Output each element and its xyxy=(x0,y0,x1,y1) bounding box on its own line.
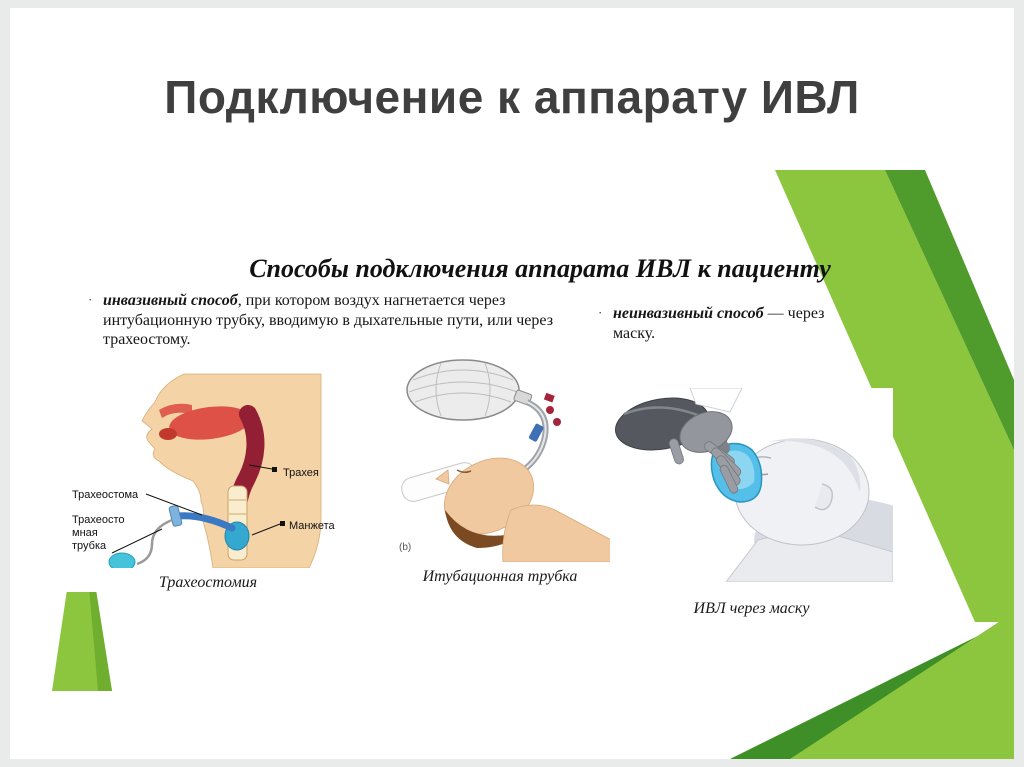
lips-shape xyxy=(159,428,177,440)
ear-shape xyxy=(814,483,834,511)
green-corner-light xyxy=(790,612,1014,759)
patient-head-profile xyxy=(734,438,870,546)
tracheostomy-tube xyxy=(174,512,236,532)
figure-caption-mask: ИВЛ через маску xyxy=(693,600,810,617)
hair-shading xyxy=(768,438,861,492)
green-band-dark xyxy=(885,170,1014,450)
figure-labels: Трахея Трахеостома Трахеосто мная трубка… xyxy=(72,464,336,554)
bullet-marker: · xyxy=(598,305,603,320)
green-accent-right-shapes xyxy=(730,170,1014,759)
slide-title: Подключение к аппарату ИВЛ xyxy=(164,71,860,123)
mask-ventilation-illustration xyxy=(615,388,893,582)
tube-clip xyxy=(528,423,544,442)
nasal-cavity-shape xyxy=(159,403,192,418)
bullet-noninvasive: · неинвазивный способ — через маску. xyxy=(598,304,850,343)
label-stoma: Трахеостома xyxy=(72,489,139,501)
green-accent-right xyxy=(690,150,1014,759)
head-cross-section xyxy=(108,373,322,568)
oral-cavity-shape xyxy=(169,406,251,440)
green-band-light xyxy=(775,170,1014,622)
nose-shape xyxy=(435,469,450,485)
bag-nozzle xyxy=(513,389,533,406)
closed-eye xyxy=(456,469,472,474)
label-square xyxy=(272,467,277,472)
tube-flange xyxy=(168,505,183,527)
pilot-bulb xyxy=(108,552,136,568)
label-tube-line1: Трахеосто xyxy=(72,514,124,526)
bullet-invasive-rest: , при котором воздух нагнетается через и… xyxy=(103,292,554,349)
sub-label: (b) xyxy=(399,542,411,553)
figure-tracheostomy: Трахея Трахеостома Трахеосто мная трубка… xyxy=(62,368,354,592)
label-cuff: Манжета xyxy=(289,520,336,532)
label-line-stoma xyxy=(145,493,203,516)
label-line-cuff xyxy=(251,523,281,536)
external-tube xyxy=(136,518,173,566)
intubation-illustration: (b) xyxy=(399,359,615,562)
thumb xyxy=(668,438,684,465)
valve-red-3 xyxy=(543,392,555,403)
bullet-invasive-text: инвазивный способ, при котором воздух на… xyxy=(103,291,560,350)
figure-caption-intubation: Итубационная трубка xyxy=(422,568,578,585)
bullet-noninvasive-lead: неинвазивный способ xyxy=(613,305,764,322)
trachea-rings xyxy=(229,499,246,545)
slide: Подключение к аппарату ИВЛ Способы подкл… xyxy=(10,8,1014,759)
valve-red-1 xyxy=(546,406,554,414)
bullet-marker: · xyxy=(88,292,93,307)
patient-chest xyxy=(502,504,615,562)
ventilation-bag xyxy=(406,359,533,421)
sleeve xyxy=(689,388,743,413)
bag-balloon xyxy=(406,359,520,421)
label-square xyxy=(280,521,285,526)
bag-highlight xyxy=(623,406,701,418)
label-trachea: Трахея xyxy=(283,467,319,479)
valve-red-2 xyxy=(553,418,561,426)
label-line-trachea xyxy=(248,464,273,470)
figure-caption-tracheostomy: Трахеостомия xyxy=(158,574,258,591)
section-heading: Способы подключения аппарата ИВЛ к пацие… xyxy=(249,254,831,283)
bullet-noninvasive-text: неинвазивный способ — через маску. xyxy=(613,304,850,343)
figure-intubation: (b) Итубационная трубка xyxy=(385,350,615,586)
finger xyxy=(719,464,739,494)
bullet-noninvasive-rest: — через маску. xyxy=(613,305,825,342)
bullet-invasive: · инвазивный способ, при котором воздух … xyxy=(88,291,560,350)
figure-mask-ventilation xyxy=(610,388,893,582)
bag-mesh xyxy=(408,362,518,417)
label-tube-line3: трубка xyxy=(72,540,107,552)
label-tube-line2: мная xyxy=(72,527,98,539)
tracheostomy-illustration: Трахея Трахеостома Трахеосто мная трубка… xyxy=(72,373,336,568)
bullet-invasive-lead: инвазивный способ xyxy=(103,292,238,309)
label-line-tube xyxy=(111,528,163,554)
rescuer-hand xyxy=(668,388,743,494)
